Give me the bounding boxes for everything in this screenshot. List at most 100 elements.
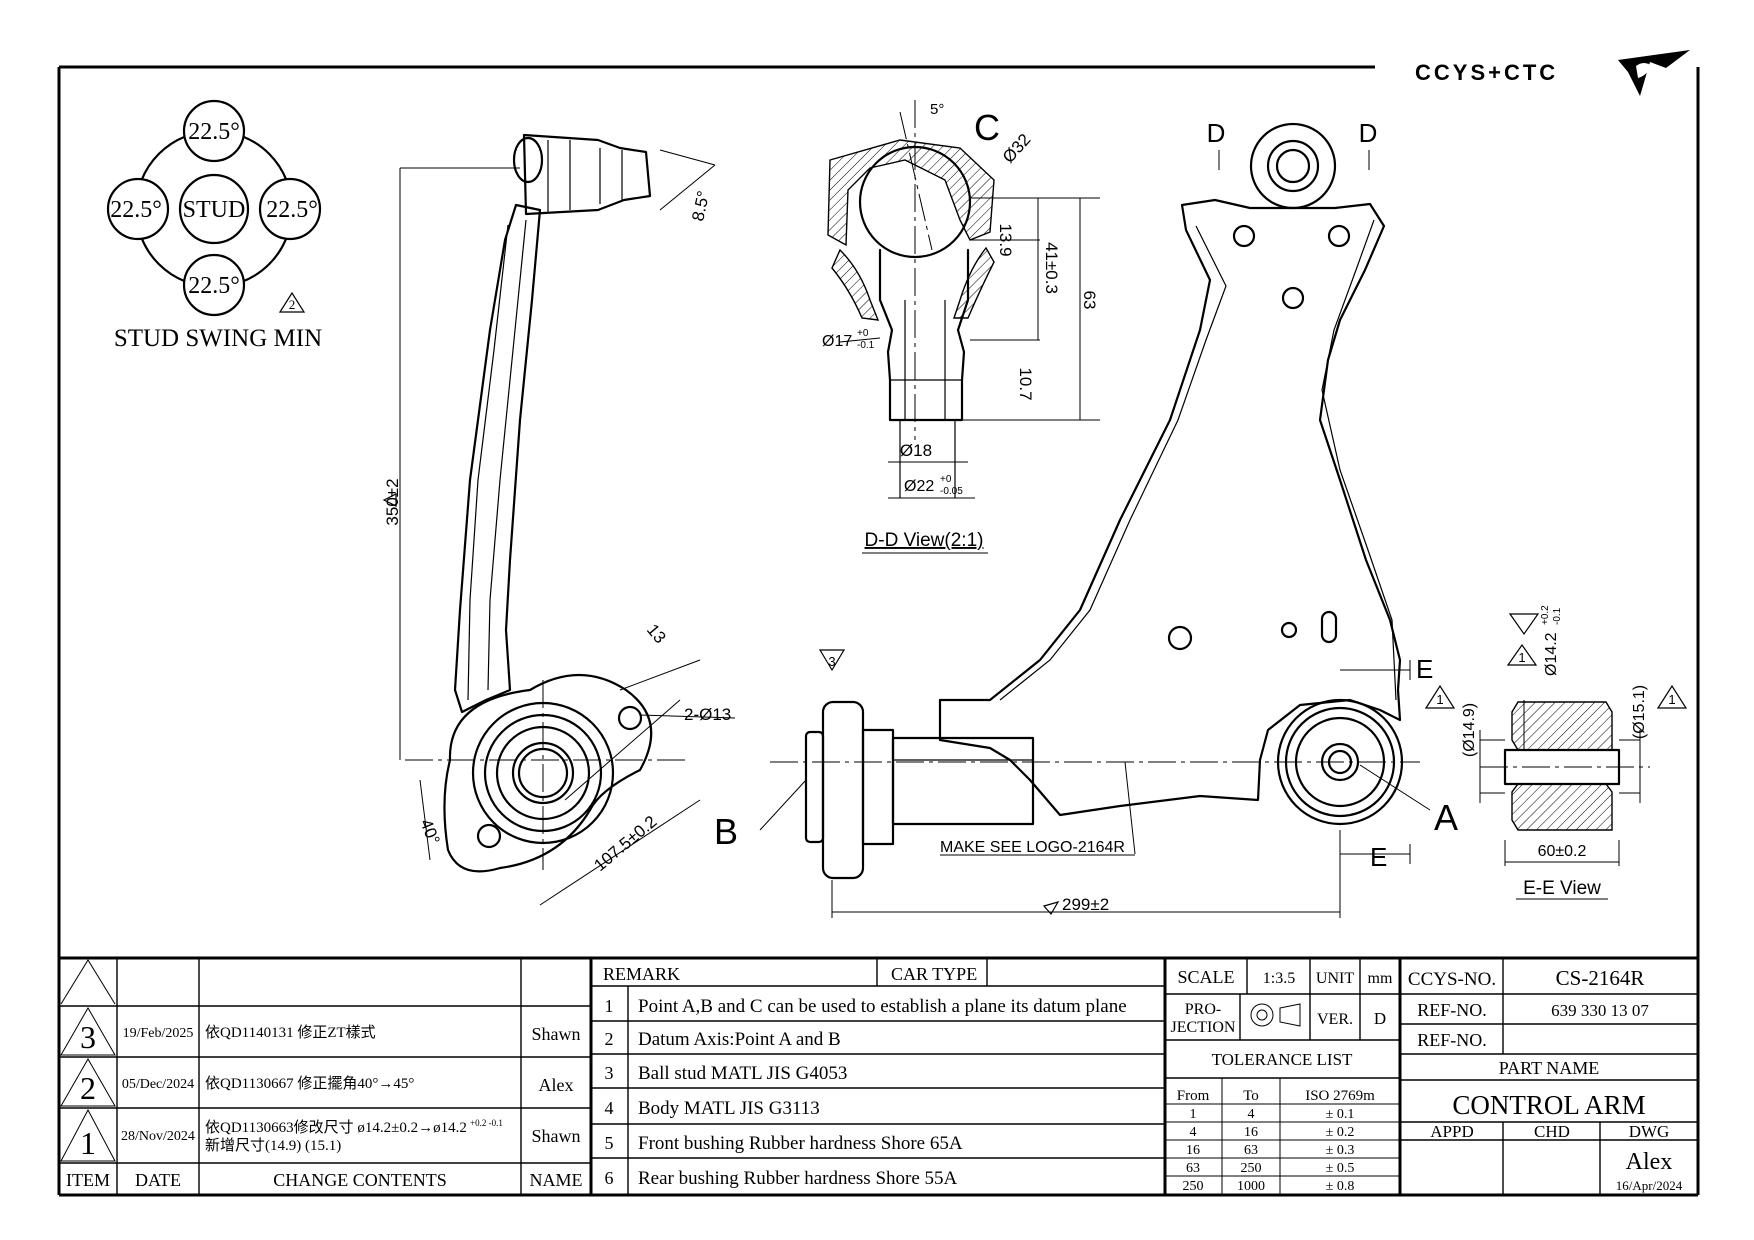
dim-e-151: (Ø15.1) xyxy=(1631,685,1648,739)
dim-width: 299±2 xyxy=(1062,895,1109,914)
tol-to-5: 1000 xyxy=(1237,1179,1265,1194)
dim-d17: Ø17 xyxy=(822,333,852,350)
dim-d22-tol-dn: -0.05 xyxy=(940,486,963,497)
dim-angle-stud: 8.5° xyxy=(688,189,713,223)
callout-c: C xyxy=(974,107,1000,148)
rev1-mark-b: 1 xyxy=(1668,692,1675,707)
callout-b: B xyxy=(714,811,738,852)
ver-value: D xyxy=(1374,1009,1386,1028)
callout-e-top: E xyxy=(1416,654,1433,684)
dim-63: 63 xyxy=(1080,291,1099,310)
dim-41: 41±0.3 xyxy=(1042,242,1061,294)
rev-item-3: 3 xyxy=(80,1019,96,1055)
swing-title: STUD SWING MIN xyxy=(114,325,322,352)
rev-header-date: DATE xyxy=(135,1170,181,1190)
dim-e-142-dn: -0.1 xyxy=(1552,607,1563,625)
tol-val-1: ± 0.1 xyxy=(1326,1107,1355,1122)
plan-view xyxy=(759,122,1431,918)
appd-label: APPD xyxy=(1430,1122,1473,1141)
scale-value: 1:3.5 xyxy=(1263,970,1295,987)
tol-to-2: 16 xyxy=(1244,1125,1258,1140)
dim-d17-tol-dn: -0.1 xyxy=(857,340,875,351)
remark-num-3: 3 xyxy=(605,1063,614,1083)
part-name-value: CONTROL ARM xyxy=(1452,1090,1645,1120)
callout-d-right: D xyxy=(1359,118,1378,148)
rev-item-2: 2 xyxy=(80,1070,96,1106)
dim-d17-tol-up: +0 xyxy=(857,328,869,339)
part-name-label: PART NAME xyxy=(1499,1058,1599,1078)
remark-num-2: 2 xyxy=(605,1029,614,1049)
ccys-no-label: CCYS-NO. xyxy=(1408,969,1496,990)
tolerance-title: TOLERANCE LIST xyxy=(1212,1050,1353,1069)
tol-header-from: From xyxy=(1177,1088,1210,1104)
tol-from-2: 4 xyxy=(1190,1125,1197,1140)
tol-val-5: ± 0.8 xyxy=(1326,1179,1355,1194)
dim-10-7: 10.7 xyxy=(1016,367,1035,400)
rev1-mark-c: 1 xyxy=(1518,650,1525,665)
title-block-grid xyxy=(59,956,1698,1195)
rev-header-name: NAME xyxy=(530,1170,583,1190)
swing-left-label: 22.5° xyxy=(110,197,162,223)
swing-right-label: 22.5° xyxy=(266,197,318,223)
swing-center-label: STUD xyxy=(183,197,246,223)
rev-contents-2: 依QD1130667 修正擺角40°→45° xyxy=(205,1075,414,1092)
rev-item-1: 1 xyxy=(80,1125,96,1161)
rev-header-item: ITEM xyxy=(66,1170,110,1190)
drawing-date: 16/Apr/2024 xyxy=(1616,1178,1683,1193)
rev-contents-3: 依QD1140131 修正ZT樣式 xyxy=(205,1024,376,1041)
rev-name-3: Shawn xyxy=(532,1024,581,1044)
sheet-border xyxy=(57,65,1700,1197)
chd-label: CHD xyxy=(1534,1122,1570,1141)
dim-angle-mount: 40° xyxy=(416,816,443,847)
scale-label: SCALE xyxy=(1177,967,1234,987)
dim-holes: 2-Ø13 xyxy=(684,705,731,724)
dd-view-title: D-D View(2:1) xyxy=(865,530,984,551)
swing-top-label: 22.5° xyxy=(188,119,240,145)
dim-ball-dia: Ø32 xyxy=(999,130,1035,167)
car-type-label: CAR TYPE xyxy=(891,964,977,984)
tol-to-1: 4 xyxy=(1248,1107,1255,1122)
dim-e-60: 60±0.2 xyxy=(1538,843,1587,860)
dim-d22: Ø22 xyxy=(904,478,934,495)
remark-2: Datum Axis:Point A and B xyxy=(638,1029,841,1050)
remark-3: Ball stud MATL JIS G4053 xyxy=(638,1063,847,1084)
rev3-mark: 3 xyxy=(828,654,835,669)
dim-mount-dist: 107.5±0.2 xyxy=(590,812,660,875)
remark-6: Rear bushing Rubber hardness Shore 55A xyxy=(638,1168,958,1189)
dim-e-149: (Ø14.9) xyxy=(1461,703,1478,757)
dim-13-9: 13.9 xyxy=(996,223,1015,256)
rev-name-1: Shawn xyxy=(532,1126,581,1146)
svg-text:CCYS+CTC: CCYS+CTC xyxy=(1415,60,1558,85)
remark-4: Body MATL JIS G3113 xyxy=(638,1098,820,1119)
remark-num-5: 5 xyxy=(605,1133,614,1153)
rev-date-2: 05/Dec/2024 xyxy=(122,1077,194,1092)
ee-view-title: E-E View xyxy=(1523,878,1601,899)
tol-from-1: 1 xyxy=(1190,1107,1197,1122)
rev-date-1: 28/Nov/2024 xyxy=(121,1129,195,1144)
dwg-label: DWG xyxy=(1629,1122,1670,1141)
tol-from-4: 63 xyxy=(1186,1161,1200,1176)
tol-header-to: To xyxy=(1243,1088,1259,1104)
callout-d-left: D xyxy=(1207,118,1226,148)
rev-contents-1: 依QD1130663修改尺寸 ø14.2±0.2→ø14.2 xyxy=(205,1119,467,1136)
dim-e-142: Ø14.2 xyxy=(1543,632,1560,676)
remark-num-1: 1 xyxy=(605,996,614,1016)
dim-angle-5: 5° xyxy=(930,101,944,118)
swing-rev-mark: 2 xyxy=(289,297,296,312)
rev1-mark-a: 1 xyxy=(1436,692,1443,707)
remark-num-6: 6 xyxy=(605,1168,614,1188)
logo-note: MAKE SEE LOGO-2164R xyxy=(940,839,1125,856)
dd-view xyxy=(827,100,1100,499)
ref-no-value: 639 330 13 07 xyxy=(1551,1001,1649,1020)
brand-logo: CCYS+CTC xyxy=(1415,50,1690,96)
tol-from-3: 16 xyxy=(1186,1143,1200,1158)
tol-to-4: 250 xyxy=(1241,1161,1262,1176)
dim-d18: Ø18 xyxy=(900,441,932,460)
ee-view xyxy=(1424,613,1688,866)
tol-from-5: 250 xyxy=(1183,1179,1204,1194)
remark-1: Point A,B and C can be used to establish… xyxy=(638,996,1127,1017)
rev-contents-1-line2: 新增尺寸(14.9) (15.1) xyxy=(205,1137,341,1154)
swing-bottom-label: 22.5° xyxy=(188,273,240,299)
dim-d22-tol-up: +0 xyxy=(940,474,952,485)
